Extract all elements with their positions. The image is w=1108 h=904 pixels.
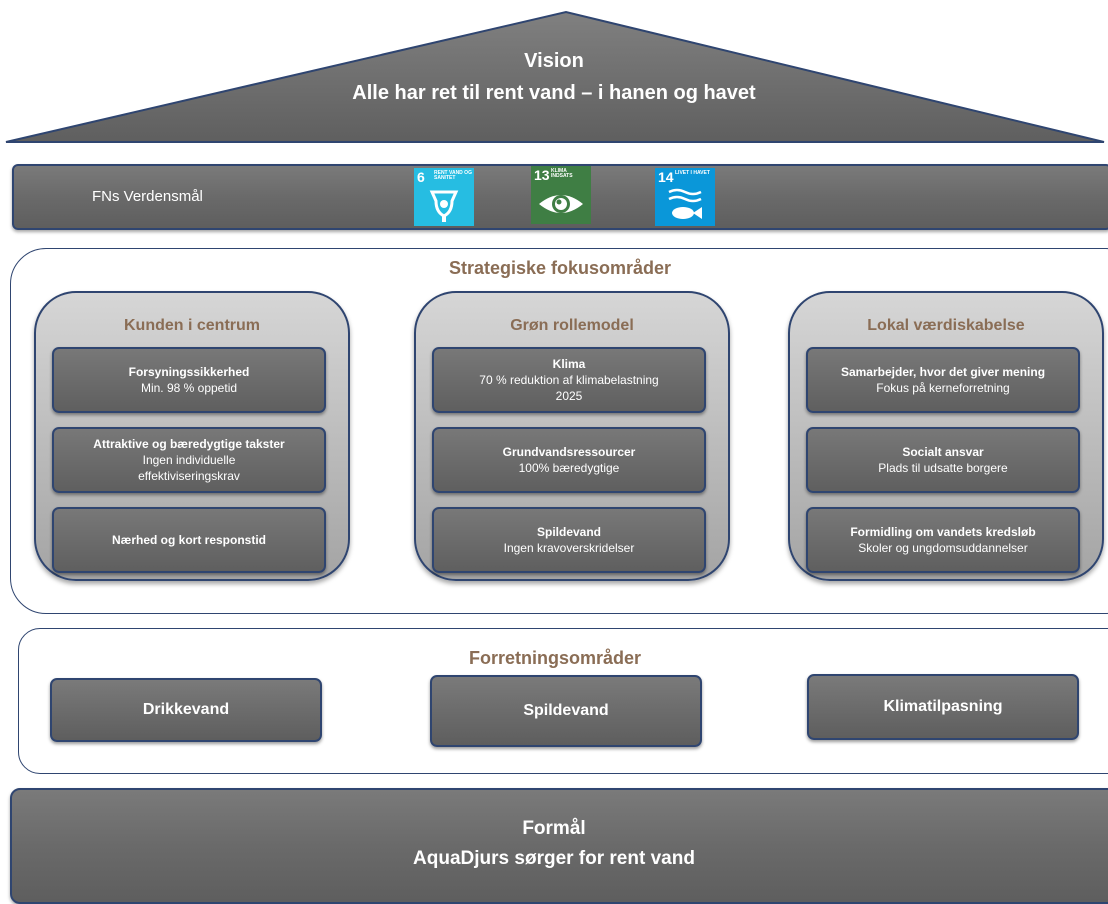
focus-card-line: effektiviseringskrav [138,469,240,483]
business-area-drikkevand: Drikkevand [50,678,322,742]
water-tap-icon [429,190,459,222]
focus-card: Socialt ansvar Plads til udsatte borgere [806,427,1080,493]
sdg-goal-number: 13 [534,167,550,183]
focus-card-line: Fokus på kerneforretning [876,381,1010,395]
business-area-klimatilpasning: Klimatilpasning [807,674,1079,740]
pillar-lokal-vaerdiskabelse: Lokal værdiskabelse Samarbejder, hvor de… [788,291,1104,581]
focus-card-line: 2025 [555,389,583,403]
focus-card: Klima 70 % reduktion af klimabelastning … [432,347,706,413]
focus-card-line: 100% bæredygtige [518,461,620,475]
focus-card-title: Samarbejder, hvor det giver mening [840,365,1046,379]
pillar-title: Kunden i centrum [123,317,260,334]
focus-card: Formidling om vandets kredsløb Skoler og… [806,507,1080,573]
fish-waves-icon [668,188,702,219]
focus-card-title: Forsyningssikkerhed [128,365,250,379]
focus-card-line: Plads til udsatte borgere [878,461,1008,475]
sdg-goal-number: 14 [658,169,674,185]
sdg-goal-text: KLIMA INDSATS [551,168,573,179]
vision-title: Vision [524,50,584,72]
focus-card-title: Klima [552,357,586,371]
focus-card-title: Attraktive og bæredygtige takster [93,437,285,451]
sdg-bar-label: FNs Verdensmål [92,188,203,205]
sdg-goal-text: LIVET I HAVET [675,170,710,176]
pillar-title: Lokal værdiskabelse [867,317,1025,334]
strategic-title: Strategiske fokusområder [448,258,672,278]
focus-card: Spildevand Ingen kravoverskridelser [432,507,706,573]
vision-subtitle: Alle har ret til rent vand – i hanen og … [352,82,756,104]
purpose-foundation [10,788,1108,904]
focus-card-line: 70 % reduktion af klimabelastning [479,373,659,387]
purpose-title: Formål [522,818,586,839]
sdg-goal-14: 14 LIVET I HAVET [655,168,715,226]
sdg-goal-text: RENT VAND OG SANITET [434,170,472,181]
business-title: Forretningsområder [468,648,642,668]
focus-card-title: Socialt ansvar [902,445,984,459]
pillar-kunden-i-centrum: Kunden i centrum Forsyningssikkerhed Min… [34,291,350,581]
purpose-subtitle: AquaDjurs sørger for rent vand [413,848,695,869]
pillar-groen-rollemodel: Grøn rollemodel Klima 70 % reduktion af … [414,291,730,581]
sdg-goal-13: 13 KLIMA INDSATS [531,166,591,224]
focus-card-line: Min. 98 % oppetid [140,381,238,395]
pillar-title: Grøn rollemodel [510,317,634,334]
focus-card-title: Nærhed og kort responstid [111,533,266,547]
focus-card-title: Spildevand [536,525,601,539]
focus-card-title: Formidling om vandets kredsløb [850,525,1036,539]
focus-card: Forsyningssikkerhed Min. 98 % oppetid [52,347,326,413]
vision-roof [5,10,1105,143]
focus-card-title: Grundvandsressourcer [502,445,636,459]
focus-card-line: Skoler og ungdomsuddannelser [858,541,1028,555]
sdg-goal-number: 6 [417,169,425,185]
focus-card: Attraktive og bæredygtige takster Ingen … [52,427,326,493]
business-area-spildevand: Spildevand [430,675,702,747]
eye-globe-icon [539,195,583,213]
focus-card-line: Ingen individuelle [142,453,236,467]
sdg-goal-6: 6 RENT VAND OG SANITET [414,168,474,226]
focus-card: Grundvandsressourcer 100% bæredygtige [432,427,706,493]
focus-card: Nærhed og kort responstid [52,507,326,573]
focus-card: Samarbejder, hvor det giver mening Fokus… [806,347,1080,413]
focus-card-line: Ingen kravoverskridelser [503,541,635,555]
